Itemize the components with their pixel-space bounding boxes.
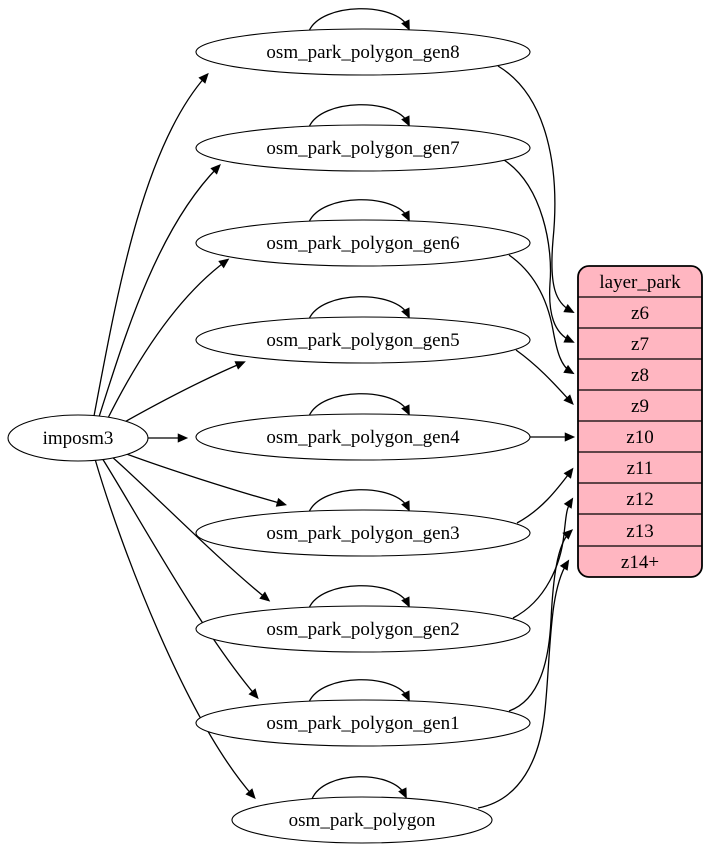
edge-gen6-to-z8 — [508, 254, 575, 375]
gen7-ellipse — [195, 124, 531, 172]
zoom-row-label-z14: z14+ — [621, 552, 659, 573]
edge-polygon-to-z14 — [477, 559, 570, 809]
self-loop-gen1 — [308, 679, 410, 703]
node-osm-park-polygon-gen2: osm_park_polygon_gen2 — [195, 605, 531, 653]
gen5-label: osm_park_polygon_gen5 — [266, 330, 459, 351]
edges-to-layer — [477, 65, 576, 809]
edge-imposm3-to-gen3 — [120, 451, 288, 507]
zoom-row-label-z11: z11 — [627, 458, 654, 479]
zoom-row-label-z12: z12 — [626, 489, 653, 510]
layer-park-title: layer_park — [599, 272, 681, 293]
node-osm-park-polygon-gen4: osm_park_polygon_gen4 — [195, 413, 531, 461]
node-osm-park-polygon-gen6: osm_park_polygon_gen6 — [195, 219, 531, 267]
gen1-ellipse — [195, 699, 531, 747]
edge-gen2-to-z12 — [512, 497, 574, 619]
gen3-ellipse — [195, 509, 531, 557]
polygon-label: osm_park_polygon — [289, 810, 436, 831]
self-loop-gen6 — [308, 199, 410, 223]
edge-imposm3-to-gen1 — [101, 457, 259, 700]
node-osm-park-polygon-gen1: osm_park_polygon_gen1 — [195, 699, 531, 747]
node-layer-park: layer_park z6 z7 z8 z9 z10 z11 z12 z13 z… — [577, 265, 703, 578]
node-imposm3: imposm3 — [7, 414, 149, 462]
gen5-ellipse — [195, 316, 531, 364]
self-loop-gen5 — [308, 296, 410, 320]
node-osm-park-polygon: osm_park_polygon — [231, 796, 493, 844]
edges-from-source — [93, 72, 288, 800]
zoom-row-label-z6: z6 — [631, 303, 649, 324]
gen2-ellipse — [195, 605, 531, 653]
zoom-row-label-z8: z8 — [631, 365, 649, 386]
self-loop-gen2 — [308, 585, 410, 609]
imposm3-ellipse — [7, 414, 149, 462]
node-osm-park-polygon-gen7: osm_park_polygon_gen7 — [195, 124, 531, 172]
edge-gen8-to-z6 — [497, 65, 575, 313]
node-osm-park-polygon-gen8: osm_park_polygon_gen8 — [195, 28, 531, 76]
edge-imposm3-to-gen6 — [106, 258, 230, 421]
node-osm-park-polygon-gen3: osm_park_polygon_gen3 — [195, 509, 531, 557]
imposm3-label: imposm3 — [43, 428, 114, 449]
self-loop-gen8 — [308, 8, 410, 32]
gen4-label: osm_park_polygon_gen4 — [266, 427, 460, 448]
edge-imposm3-to-gen7 — [98, 164, 221, 418]
self-loop-gen7 — [308, 104, 410, 128]
zoom-row-label-z7: z7 — [631, 334, 649, 355]
self-loop-polygon — [311, 776, 407, 800]
gen3-label: osm_park_polygon_gen3 — [266, 523, 459, 544]
polygon-ellipse — [231, 796, 493, 844]
edge-imposm3-to-gen5 — [120, 361, 246, 425]
edge-gen7-to-z7 — [503, 159, 575, 343]
gen8-ellipse — [195, 28, 531, 76]
zoom-row-label-z10: z10 — [626, 427, 653, 448]
edge-imposm3-to-gen2 — [110, 455, 271, 602]
self-loop-edges — [308, 8, 410, 800]
gen6-ellipse — [195, 219, 531, 267]
edge-imposm3-to-gen8 — [93, 72, 209, 417]
zoom-row-label-z9: z9 — [631, 396, 649, 417]
gen1-label: osm_park_polygon_gen1 — [266, 713, 459, 734]
edge-gen5-to-z9 — [515, 349, 574, 406]
gen2-label: osm_park_polygon_gen2 — [266, 619, 459, 640]
zoom-row-label-z13: z13 — [626, 521, 653, 542]
gen7-label: osm_park_polygon_gen7 — [266, 138, 459, 159]
self-loop-gen3 — [308, 489, 410, 513]
node-osm-park-polygon-gen5: osm_park_polygon_gen5 — [195, 316, 531, 364]
edge-imposm3-to-polygon — [94, 458, 256, 800]
edge-gen1-to-z13 — [508, 529, 574, 712]
gen8-label: osm_park_polygon_gen8 — [266, 42, 459, 63]
self-loop-gen4 — [308, 393, 410, 417]
gen6-label: osm_park_polygon_gen6 — [266, 233, 459, 254]
gen4-ellipse — [195, 413, 531, 461]
edge-gen3-to-z11 — [516, 467, 574, 524]
